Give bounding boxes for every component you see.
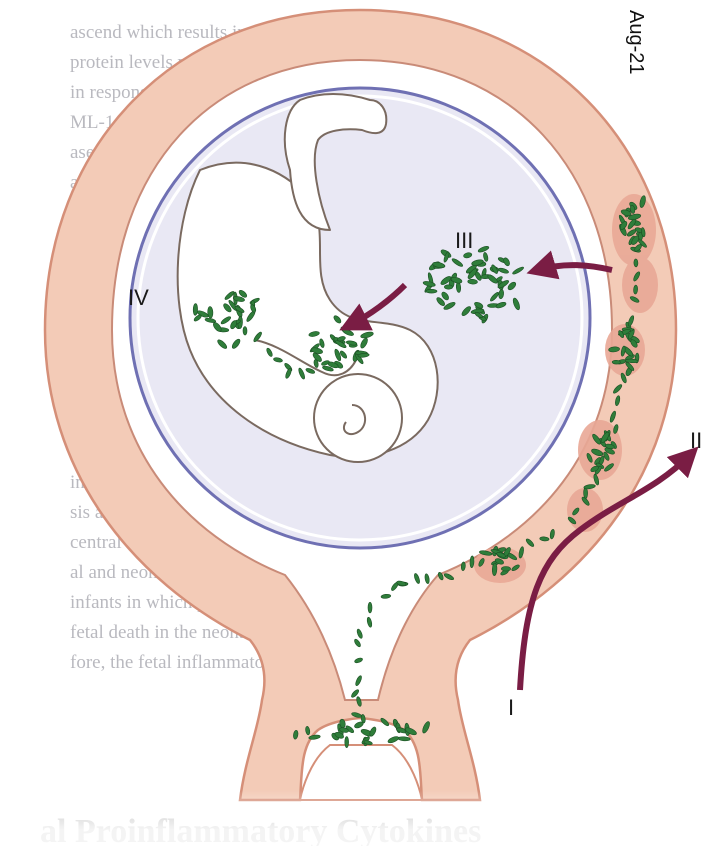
bacterium bbox=[354, 721, 365, 730]
bacterium bbox=[633, 285, 638, 294]
bacterium bbox=[368, 602, 372, 613]
bacterium bbox=[468, 279, 478, 284]
bacterium bbox=[634, 259, 638, 267]
bacterium bbox=[612, 360, 621, 364]
bottom-heading: al Proinflammatory Cytokines bbox=[40, 813, 481, 846]
bacterium bbox=[243, 326, 247, 335]
bacterium bbox=[387, 735, 399, 744]
bacterium bbox=[193, 303, 198, 315]
vaginal-canal bbox=[300, 745, 422, 800]
stage-iii-label: III bbox=[455, 228, 473, 253]
stage-iv-label: IV bbox=[128, 285, 149, 310]
bacterium bbox=[470, 556, 475, 568]
bacterium bbox=[207, 306, 213, 318]
bacterium bbox=[345, 737, 349, 748]
bacterium bbox=[501, 566, 510, 571]
bacterium bbox=[398, 736, 411, 741]
bacterium bbox=[492, 563, 497, 576]
bacterium bbox=[444, 285, 453, 290]
stage-ii-label: II bbox=[690, 428, 702, 453]
bacterium bbox=[426, 289, 437, 293]
stage-i-label: I bbox=[508, 695, 514, 720]
corner-date-label: Aug-21 bbox=[625, 10, 647, 75]
